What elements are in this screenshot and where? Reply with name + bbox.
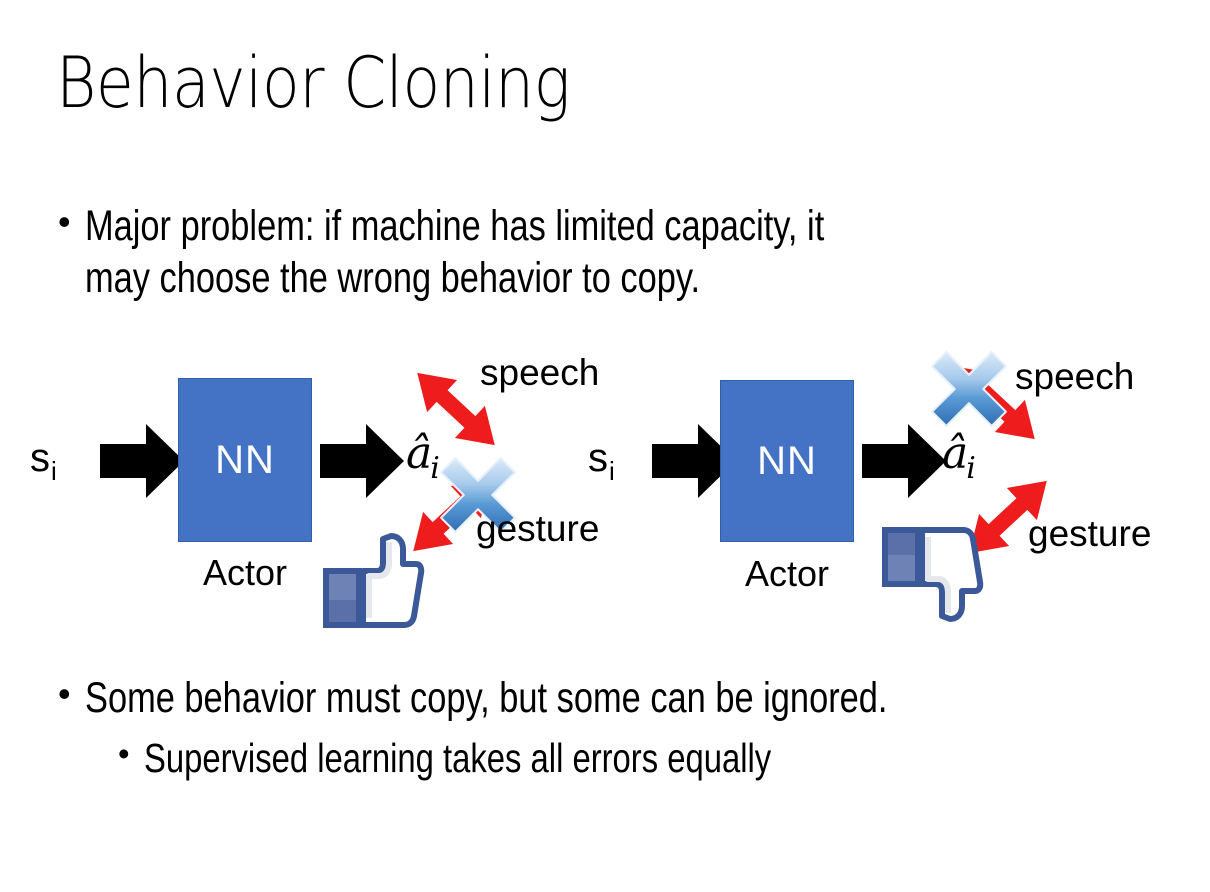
output-arrow-right [862,424,946,503]
output-arrow-left [320,424,404,503]
bullet-supervised-learning-text: Supervised learning takes all errors equ… [143,735,771,781]
bullet-marker-icon: • [58,673,71,714]
gesture-arrow-right [958,462,1058,577]
input-arrow-left [100,424,184,503]
bullet-major-problem: • Major problem: if machine has limited … [58,200,1168,305]
bullet-some-behavior: • Some behavior must copy, but some can … [58,672,1188,724]
diagram-left-correct-copy: si NN Actor [14,340,614,640]
thumbs-up-icon [319,530,425,635]
actor-label-left: Actor [202,552,288,593]
input-arrow-right [652,424,736,503]
output-label-gesture-left: gesture [476,508,600,549]
state-label-left: si [30,436,57,486]
diagram-right-wrong-copy: si NN Actor [560,340,1160,640]
output-label-speech-left: speech [480,352,600,393]
bullet-marker-icon: • [58,201,71,242]
page-title: Behavior Cloning [56,42,571,124]
nn-box-left: NN [178,378,312,542]
output-label-gesture-right: gesture [1028,513,1152,554]
nn-box-right-label: NN [757,439,817,483]
thumbs-down-icon [878,525,984,630]
actor-label-right: Actor [744,553,830,594]
cross-out-icon-speech-right [927,347,1011,436]
bullet-some-behavior-text: Some behavior must copy, but some can be… [84,674,888,722]
bullet-major-problem-text: Major problem: if machine has limited ca… [84,202,824,303]
speech-arrow-left [406,354,506,469]
nn-box-right: NN [720,380,854,542]
nn-box-left-label: NN [215,438,275,482]
state-label-right: si [588,436,615,486]
bullet-marker-icon: • [118,735,130,772]
action-label-left: âi [406,428,440,486]
cross-out-icon-gesture-left [436,453,520,542]
action-label-right: âi [942,428,976,486]
bullet-supervised-learning: • Supervised learning takes all errors e… [118,733,1178,783]
output-label-speech-right: speech [1015,356,1135,397]
